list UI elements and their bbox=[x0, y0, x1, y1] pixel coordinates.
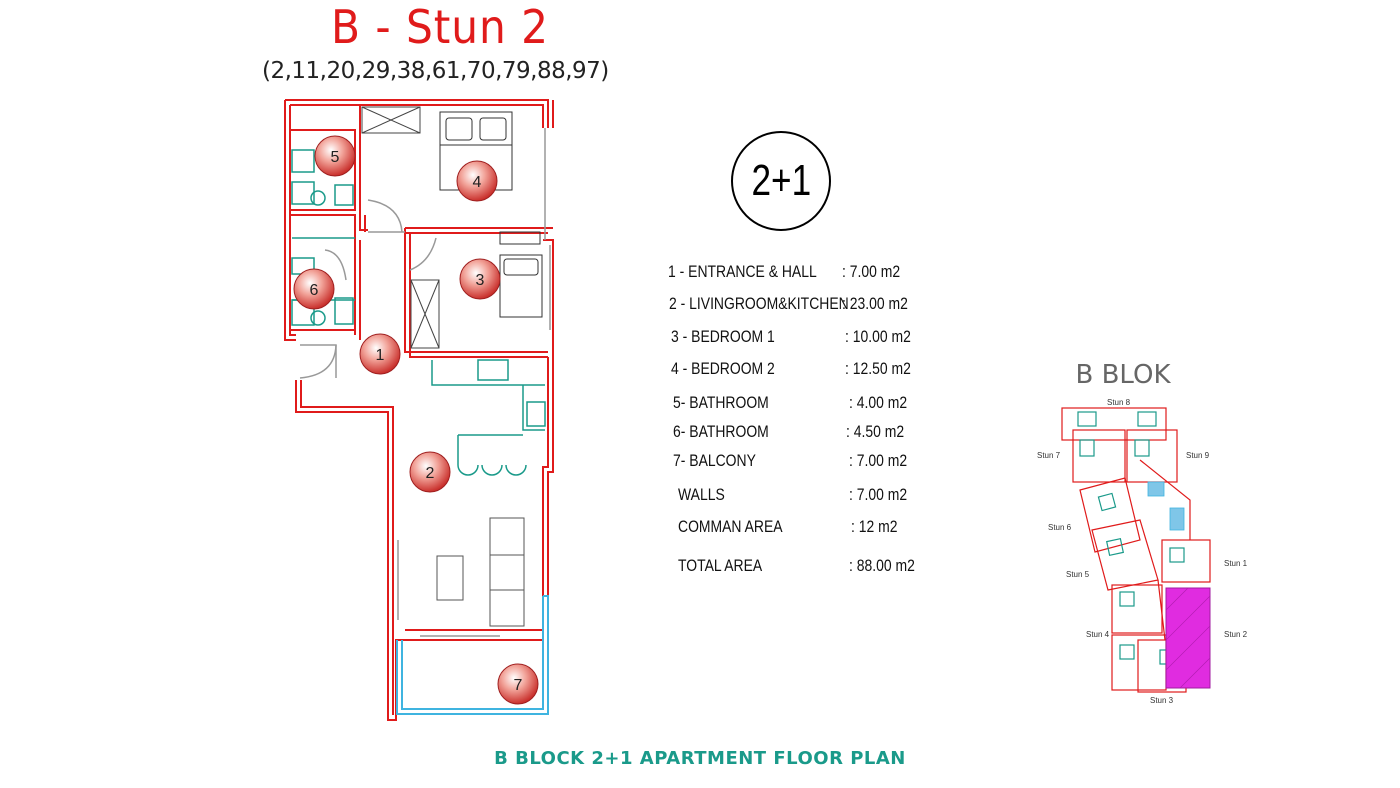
balcony-outline bbox=[396, 595, 549, 715]
page-title: B - Stun 2 bbox=[331, 0, 549, 54]
area-value: : 4.50 m2 bbox=[846, 422, 905, 441]
area-value: : 23.00 m2 bbox=[842, 294, 908, 313]
area-label: 2 - LIVINGROOM&KITCHEN bbox=[669, 294, 849, 313]
block-title: B BLOK bbox=[1075, 360, 1171, 390]
room-marker-circle bbox=[359, 333, 401, 375]
room-marker-1: 1 bbox=[359, 333, 401, 375]
block-label-stun-3: Stun 3 bbox=[1150, 696, 1174, 705]
area-value: : 7.00 m2 bbox=[842, 262, 901, 281]
highlighted-unit bbox=[1165, 587, 1211, 689]
area-value: : 4.00 m2 bbox=[849, 393, 908, 412]
area-value: : 7.00 m2 bbox=[849, 485, 908, 504]
room-marker-7: 7 bbox=[497, 663, 539, 705]
room-marker-label: 7 bbox=[514, 677, 523, 694]
room-marker-6: 6 bbox=[293, 268, 335, 310]
area-value: : 10.00 m2 bbox=[845, 327, 911, 346]
floor-plan: 1 2 3 4 5 6 7 bbox=[284, 99, 554, 721]
block-label-stun-4: Stun 4 bbox=[1086, 630, 1110, 639]
room-marker-4: 4 bbox=[456, 160, 498, 202]
area-value: : 7.00 m2 bbox=[849, 451, 908, 470]
outer-wall bbox=[285, 99, 554, 128]
room-marker-circle bbox=[314, 135, 356, 177]
room-marker-circle bbox=[497, 663, 539, 705]
area-label: 6- BATHROOM bbox=[673, 422, 769, 441]
apartment-type-badge: 2+1 bbox=[731, 131, 831, 231]
room-marker-label: 4 bbox=[473, 174, 482, 191]
block-label-stun-2: Stun 2 bbox=[1224, 630, 1248, 639]
room-marker-label: 6 bbox=[310, 282, 319, 299]
area-label: 3 - BEDROOM 1 bbox=[671, 327, 775, 346]
room-marker-circle bbox=[409, 451, 451, 493]
block-label-stun-8: Stun 8 bbox=[1107, 398, 1131, 407]
block-label-stun-9: Stun 9 bbox=[1186, 451, 1210, 460]
room-marker-label: 5 bbox=[331, 149, 340, 166]
room-marker-3: 3 bbox=[459, 258, 501, 300]
room-marker-circle bbox=[456, 160, 498, 202]
area-value: : 12.50 m2 bbox=[845, 359, 911, 378]
area-label: COMMAN AREA bbox=[678, 517, 783, 536]
area-label: 4 - BEDROOM 2 bbox=[671, 359, 775, 378]
room-marker-label: 1 bbox=[376, 347, 385, 364]
apartment-type-text: 2+1 bbox=[751, 156, 811, 205]
footer-caption: B BLOCK 2+1 APARTMENT FLOOR PLAN bbox=[494, 748, 906, 769]
room-marker-circle bbox=[293, 268, 335, 310]
room-marker-label: 3 bbox=[476, 272, 485, 289]
unit-numbers: (2,11,20,29,38,61,70,79,88,97) bbox=[262, 58, 609, 84]
area-label: TOTAL AREA bbox=[678, 556, 763, 575]
area-label: 7- BALCONY bbox=[673, 451, 756, 470]
block-label-stun-7: Stun 7 bbox=[1037, 451, 1061, 460]
room-marker-circle bbox=[459, 258, 501, 300]
room-marker-2: 2 bbox=[409, 451, 451, 493]
area-value: : 88.00 m2 bbox=[849, 556, 915, 575]
room-marker-5: 5 bbox=[314, 135, 356, 177]
block-label-stun-6: Stun 6 bbox=[1048, 523, 1072, 532]
block-label-stun-1: Stun 1 bbox=[1224, 559, 1248, 568]
block-site-plan: Stun 8 Stun 7 Stun 9 Stun 6 Stun 5 Stun … bbox=[1037, 398, 1248, 705]
area-label: 5- BATHROOM bbox=[673, 393, 769, 412]
room-marker-label: 2 bbox=[426, 465, 435, 482]
area-value: : 12 m2 bbox=[851, 517, 898, 536]
block-label-stun-5: Stun 5 bbox=[1066, 570, 1090, 579]
area-label: WALLS bbox=[678, 485, 725, 504]
area-label: 1 - ENTRANCE & HALL bbox=[668, 262, 817, 281]
